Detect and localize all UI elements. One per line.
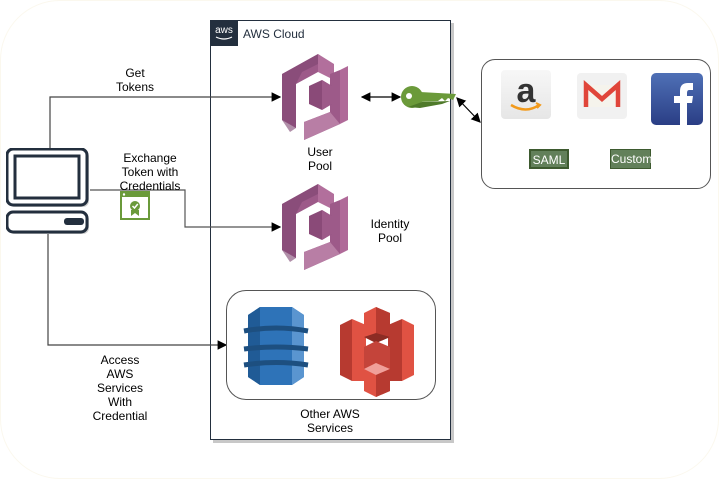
aws-cloud-group [210, 20, 451, 440]
access-services-label: Access AWS Services With Credential [92, 353, 148, 423]
access-connector [47, 232, 228, 350]
aws-cloud-title: AWS Cloud [243, 27, 305, 41]
svg-text:aws: aws [215, 25, 233, 36]
gmail-icon [577, 73, 627, 124]
svg-text:a: a [517, 72, 537, 110]
client-computer-icon [5, 147, 90, 239]
amazon-icon: a [501, 70, 551, 124]
s3-icon [340, 305, 414, 402]
other-services-label: Other AWS Services [300, 407, 360, 435]
custom-provider-badge: Custom [610, 149, 652, 169]
cognito-user-pool-icon [282, 50, 358, 145]
exchange-connector [90, 189, 282, 232]
identity-providers-group [481, 59, 711, 189]
aws-logo-icon: aws [210, 20, 238, 46]
identity-pool-label: Identity Pool [370, 217, 410, 245]
get-tokens-connector [49, 92, 282, 150]
other-services-group [226, 290, 436, 400]
certificate-icon [120, 191, 150, 226]
user-pool-label: User Pool [307, 145, 333, 173]
key-icon [400, 84, 456, 115]
cognito-identity-pool-icon [282, 180, 358, 275]
dynamodb-icon [240, 305, 312, 392]
facebook-icon [651, 73, 703, 130]
saml-provider-badge: SAML [529, 149, 569, 169]
key-idp-connector [456, 97, 481, 123]
get-tokens-label: Get Tokens [115, 66, 155, 94]
exchange-token-label: Exchange Token with Credentials [119, 151, 181, 193]
